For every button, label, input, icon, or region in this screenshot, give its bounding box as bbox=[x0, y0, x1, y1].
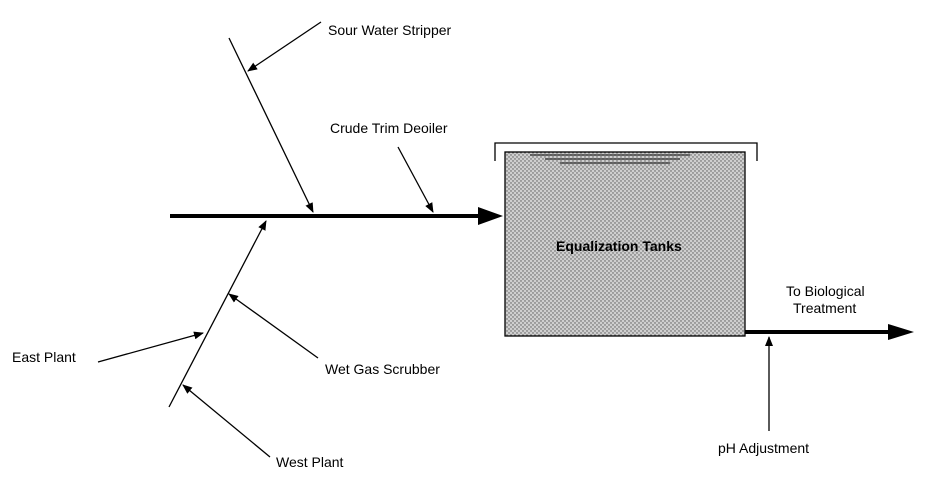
west-plant-label: West Plant bbox=[276, 454, 344, 470]
equalization-tank bbox=[504, 151, 746, 337]
lower-feeder-line bbox=[168, 220, 267, 408]
crude-trim-deoiler-pointer bbox=[397, 146, 434, 213]
outlet-arrowhead bbox=[888, 324, 914, 340]
sour-water-stripper-label: Sour Water Stripper bbox=[328, 22, 452, 38]
to-biological-label-line1: To Biological bbox=[786, 283, 865, 299]
east-plant-label: East Plant bbox=[12, 349, 76, 365]
crude-trim-deoiler-label: Crude Trim Deoiler bbox=[330, 120, 448, 136]
to-biological-label-line2: Treatment bbox=[793, 300, 856, 316]
east-plant-pointer bbox=[97, 331, 204, 363]
sour-water-stripper-line bbox=[228, 37, 314, 213]
tank-surface-lines bbox=[530, 154, 690, 164]
sour-water-stripper-pointer bbox=[247, 21, 322, 72]
west-plant-pointer bbox=[182, 384, 271, 458]
tank-bracket bbox=[494, 142, 758, 161]
equalization-tanks-label: Equalization Tanks bbox=[556, 238, 682, 254]
wet-gas-scrubber-label: Wet Gas Scrubber bbox=[325, 361, 440, 377]
ph-adjustment-label: pH Adjustment bbox=[718, 440, 809, 456]
main-header-arrowhead bbox=[478, 207, 503, 225]
wet-gas-scrubber-pointer bbox=[228, 293, 319, 359]
